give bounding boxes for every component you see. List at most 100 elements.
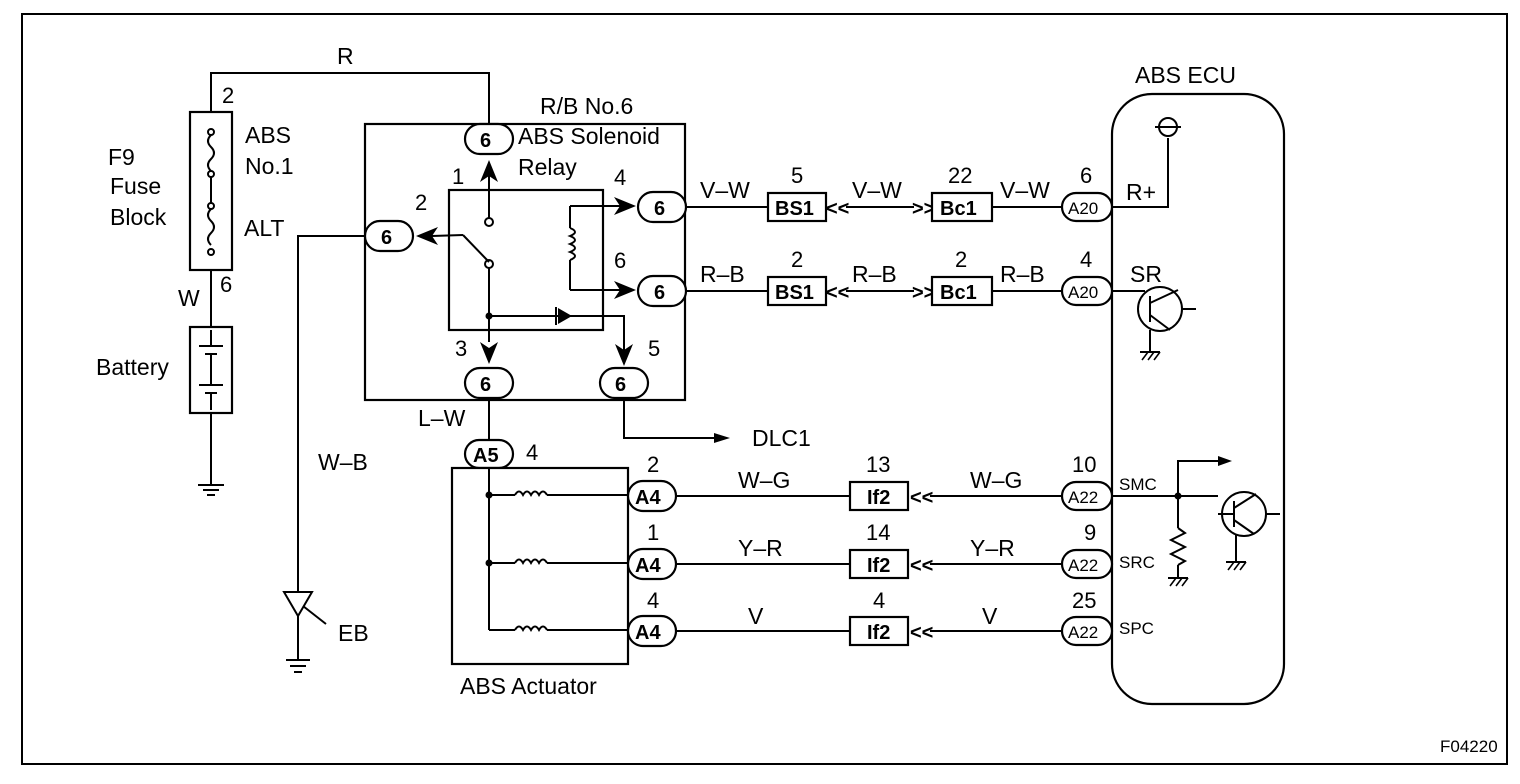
wire-r-b-3-label: R–B: [1000, 261, 1045, 287]
junction-if2-3-label: If2: [867, 622, 890, 644]
junction-bc1-top-label: Bc1: [940, 198, 977, 220]
ground-eb-icon: [282, 591, 327, 673]
wire-w-g-1-label: W–G: [738, 467, 790, 493]
ecu-terminal-src: SRC: [1119, 553, 1155, 572]
pin5-arrow-icon: [615, 344, 633, 366]
solenoid-smc-icon: [514, 490, 548, 498]
pin4-arrow-icon: [614, 197, 636, 215]
actuator-pin-spc: 4: [647, 588, 659, 613]
wire-w-b-label: W–B: [318, 449, 368, 475]
junction-if2-3-pin: 4: [873, 588, 885, 613]
figure-code: F04220: [1440, 737, 1498, 756]
fuse-abs-label-1: ABS: [245, 122, 291, 148]
fuse-block-line1: F9: [108, 144, 135, 170]
relay-pin-6: 6: [614, 248, 626, 273]
junction-bc1-bottom-label: Bc1: [940, 282, 977, 304]
ecu-a20-2-label: A20: [1068, 283, 1098, 302]
relay-connector-pin4-label: 6: [654, 198, 665, 220]
ecu-terminal-sr: SR: [1130, 261, 1162, 287]
dlc1-label: DLC1: [752, 425, 811, 451]
relay-box: R/B No.6 ABS Solenoid Relay 6 1 6 2: [363, 93, 688, 402]
ecu-a22-pin-smc: 10: [1072, 452, 1096, 477]
wire-r-b-1-label: R–B: [700, 261, 745, 287]
ecu-terminal-spc: SPC: [1119, 619, 1154, 638]
relay-box-title: R/B No.6: [540, 93, 633, 119]
ecu-a22-1-label: A22: [1068, 488, 1098, 507]
abs-ecu: ABS ECU A20 6 A20 4 R+ SR A2: [1060, 62, 1286, 706]
smc-transistor-icon: [1218, 491, 1280, 571]
wire-v-2-label: V: [982, 603, 998, 629]
junction-if2-2-label: If2: [867, 555, 890, 577]
sr-transistor-icon: [1137, 286, 1196, 361]
actuator-pin-smc: 2: [647, 452, 659, 477]
junction-if2-3: [848, 615, 910, 647]
relay-connector-pin6-label: 6: [654, 282, 665, 304]
relay-connector-bottom-left-label: 6: [480, 374, 491, 396]
ecu-title: ABS ECU: [1135, 62, 1236, 88]
ecu-a22-pin-src: 9: [1084, 520, 1096, 545]
junction-bs1-bottom-label: BS1: [775, 282, 814, 304]
ecu-terminal-smc: SMC: [1119, 475, 1157, 494]
fuse-block: F9 Fuse Block ABS No.1 ALT 2 6: [108, 83, 294, 297]
relay-coil-icon: [567, 227, 576, 261]
svg-text:<<: <<: [910, 555, 933, 577]
wire-v-w-1-label: V–W: [700, 177, 750, 203]
actuator-a4-2-label: A4: [635, 555, 661, 577]
abs-actuator: A5 4 ABS Actuator A4 2 A4 1 A4 4: [450, 438, 678, 699]
junction-bc1-top: [930, 191, 994, 223]
actuator-box: [450, 466, 630, 666]
smc-output-arrow-icon: [1218, 456, 1232, 466]
ecu-a22-3-label: A22: [1068, 623, 1098, 642]
wire-w-b: [297, 235, 365, 592]
ecu-a22-3: [1060, 615, 1114, 647]
svg-text:<<: <<: [910, 622, 933, 644]
ecu-a22-2: [1060, 548, 1114, 580]
battery-label: Battery: [96, 354, 169, 380]
wire-w-g-2-label: W–G: [970, 467, 1022, 493]
junction-if2-1-label: If2: [867, 487, 890, 509]
smc-resistor-icon: [1168, 527, 1188, 566]
ecu-a20-pin-rplus: 6: [1080, 163, 1092, 188]
pin2-arrow-icon: [416, 227, 438, 245]
solenoid-spc-icon: [514, 625, 548, 633]
fuse-abs-icon: [207, 134, 215, 172]
relay-pin-4: 4: [614, 165, 626, 190]
fuse-alt-icon: [207, 208, 215, 246]
ecu-a20-1-label: A20: [1068, 199, 1098, 218]
fuse-abs-label-2: No.1: [245, 153, 294, 179]
ecu-a22-pin-spc: 25: [1072, 588, 1096, 613]
svg-text:>>: >>: [912, 282, 935, 304]
relay-connector-top-label: 6: [480, 130, 491, 152]
ground-battery-icon: [198, 484, 224, 496]
wire-r: [210, 72, 490, 124]
relay-switch-contact: [462, 234, 490, 263]
junction-bs1-bottom-pin: 2: [791, 247, 803, 272]
pin6-arrow-icon: [614, 281, 636, 299]
wire-v-1-label: V: [748, 603, 764, 629]
wire-y-r-2-label: Y–R: [970, 535, 1015, 561]
solenoid-src-icon: [514, 558, 548, 566]
relay-inner-box: [447, 188, 605, 332]
dlc1-arrow-icon: [714, 433, 730, 443]
wire-dlc1: [623, 398, 720, 439]
junction-bc1-bottom: [930, 275, 994, 307]
fuse-pin-top: 2: [222, 83, 234, 108]
fuse-alt-label: ALT: [244, 215, 284, 241]
wire-l-w-label: L–W: [418, 405, 466, 431]
fuse-pin-bottom: 6: [220, 272, 232, 297]
wire-v-w-3-label: V–W: [1000, 177, 1050, 203]
junction-if2-2: [848, 548, 910, 580]
junction-if2-1-pin: 13: [866, 452, 890, 477]
ecu-a20-pin-sr: 4: [1080, 247, 1092, 272]
pin3-arrow-icon: [480, 342, 498, 364]
wire-r-b-2-label: R–B: [852, 261, 897, 287]
wire-y-r-1-label: Y–R: [738, 535, 783, 561]
diagram-frame: [21, 13, 1508, 765]
wire-rplus-internal: [1112, 138, 1169, 208]
junction-bs1-top-label: BS1: [775, 198, 814, 220]
relay-pin-2: 2: [415, 190, 427, 215]
fuse-block-line3: Block: [110, 204, 167, 230]
junction-bc1-bottom-pin: 2: [955, 247, 967, 272]
